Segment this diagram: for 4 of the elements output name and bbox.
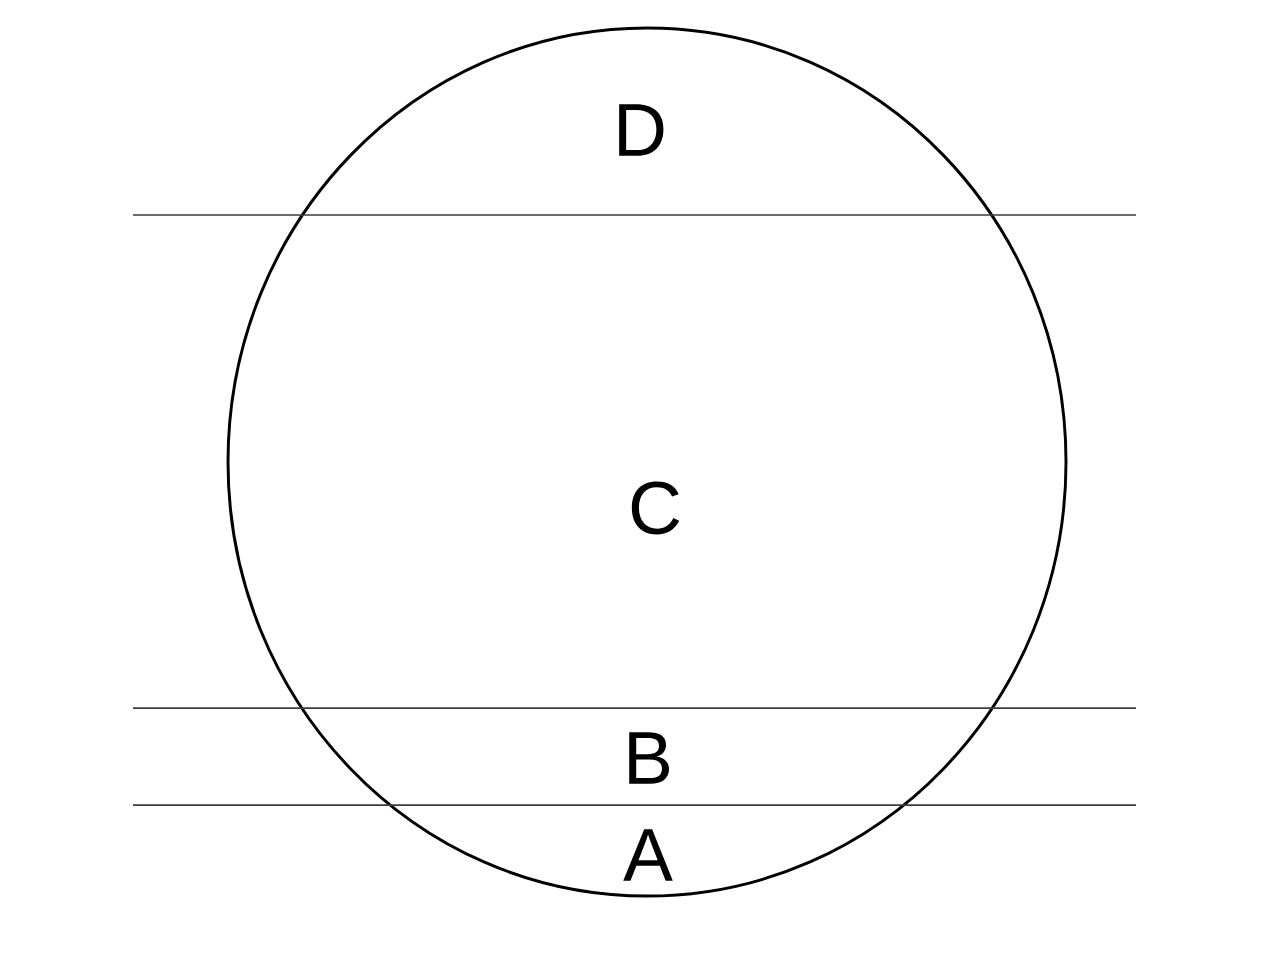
region-label: D [619,104,664,156]
region-label: B [629,732,669,784]
region-label: A [623,829,673,881]
region-label: C [631,481,680,535]
